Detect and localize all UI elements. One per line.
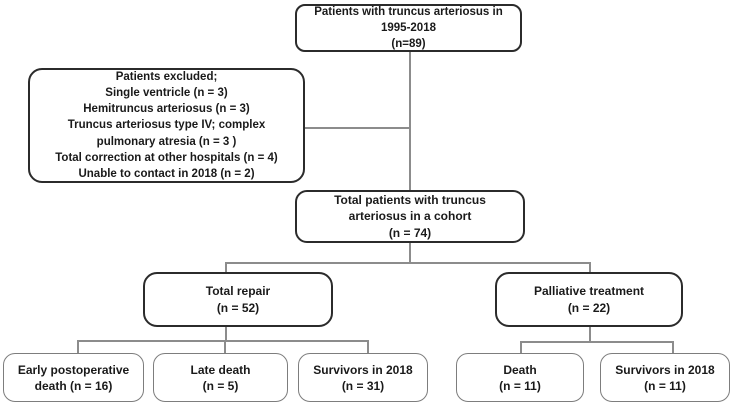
box-line: (n = 11) xyxy=(644,378,686,393)
connector-line xyxy=(520,341,522,353)
box-line: Total correction at other hospitals (n =… xyxy=(55,151,278,164)
box-death-palliative: Death (n = 11) xyxy=(456,353,584,402)
box-line: (n = 5) xyxy=(202,378,239,393)
box-line: Truncus arteriosus type IV; complex xyxy=(67,119,266,132)
connector-line xyxy=(409,52,411,190)
box-line: Total patients with truncus xyxy=(334,192,486,207)
box-patients-excluded: Patients excluded; Single ventricle (n =… xyxy=(28,68,305,183)
connector-line xyxy=(672,341,674,353)
box-line: Total repair xyxy=(205,283,271,298)
box-palliative-treatment: Palliative treatment (n = 22) xyxy=(495,272,683,327)
connector-line xyxy=(225,262,590,264)
connector-line xyxy=(409,243,411,262)
connector-line xyxy=(77,340,368,342)
connector-line xyxy=(589,262,591,273)
connector-line xyxy=(77,340,79,353)
box-line: (n = 22) xyxy=(567,300,611,315)
box-line: Death xyxy=(503,362,537,377)
connector-line xyxy=(520,341,673,343)
box-early-postoperative-death: Early postoperative death (n = 16) xyxy=(3,353,144,402)
box-survivors-total-repair: Survivors in 2018 (n = 31) xyxy=(298,353,428,402)
box-line: Late death xyxy=(190,362,251,377)
box-line: Survivors in 2018 xyxy=(615,362,715,377)
connector-line xyxy=(589,327,591,341)
connector-line xyxy=(367,340,369,353)
box-line: (n=89) xyxy=(391,38,426,50)
box-patients-1995-2018: Patients with truncus arteriosus in 1995… xyxy=(295,4,522,52)
box-line: Early postoperative xyxy=(17,362,130,377)
box-line: (n = 74) xyxy=(388,225,432,240)
box-line: Unable to contact in 2018 (n = 2) xyxy=(78,168,255,181)
box-line: Patients excluded; xyxy=(115,70,218,83)
box-total-repair: Total repair (n = 52) xyxy=(143,272,333,327)
box-line: Patients with truncus arteriosus in xyxy=(314,6,503,18)
box-line: (n = 31) xyxy=(341,378,385,393)
box-survivors-palliative: Survivors in 2018 (n = 11) xyxy=(600,353,730,402)
box-line: (n = 11) xyxy=(499,378,541,393)
box-line: Single ventricle (n = 3) xyxy=(105,87,228,99)
box-line: pulmonary atresia (n = 3 ) xyxy=(96,135,237,148)
connector-line xyxy=(225,262,227,273)
box-line: death (n = 16) xyxy=(34,378,113,393)
box-line: Hemitruncus arteriosus (n = 3) xyxy=(83,103,250,116)
box-line: (n = 52) xyxy=(216,300,260,315)
connector-line xyxy=(225,327,227,340)
connector-line xyxy=(305,127,410,129)
box-line: 1995-2018 xyxy=(381,22,436,34)
box-line: Survivors in 2018 xyxy=(313,362,413,377)
connector-line xyxy=(224,340,226,353)
box-line: Palliative treatment xyxy=(533,283,645,298)
box-total-cohort: Total patients with truncus arteriosus i… xyxy=(295,190,525,243)
box-line: arteriosus in a cohort xyxy=(348,209,472,224)
box-late-death: Late death (n = 5) xyxy=(153,353,288,402)
